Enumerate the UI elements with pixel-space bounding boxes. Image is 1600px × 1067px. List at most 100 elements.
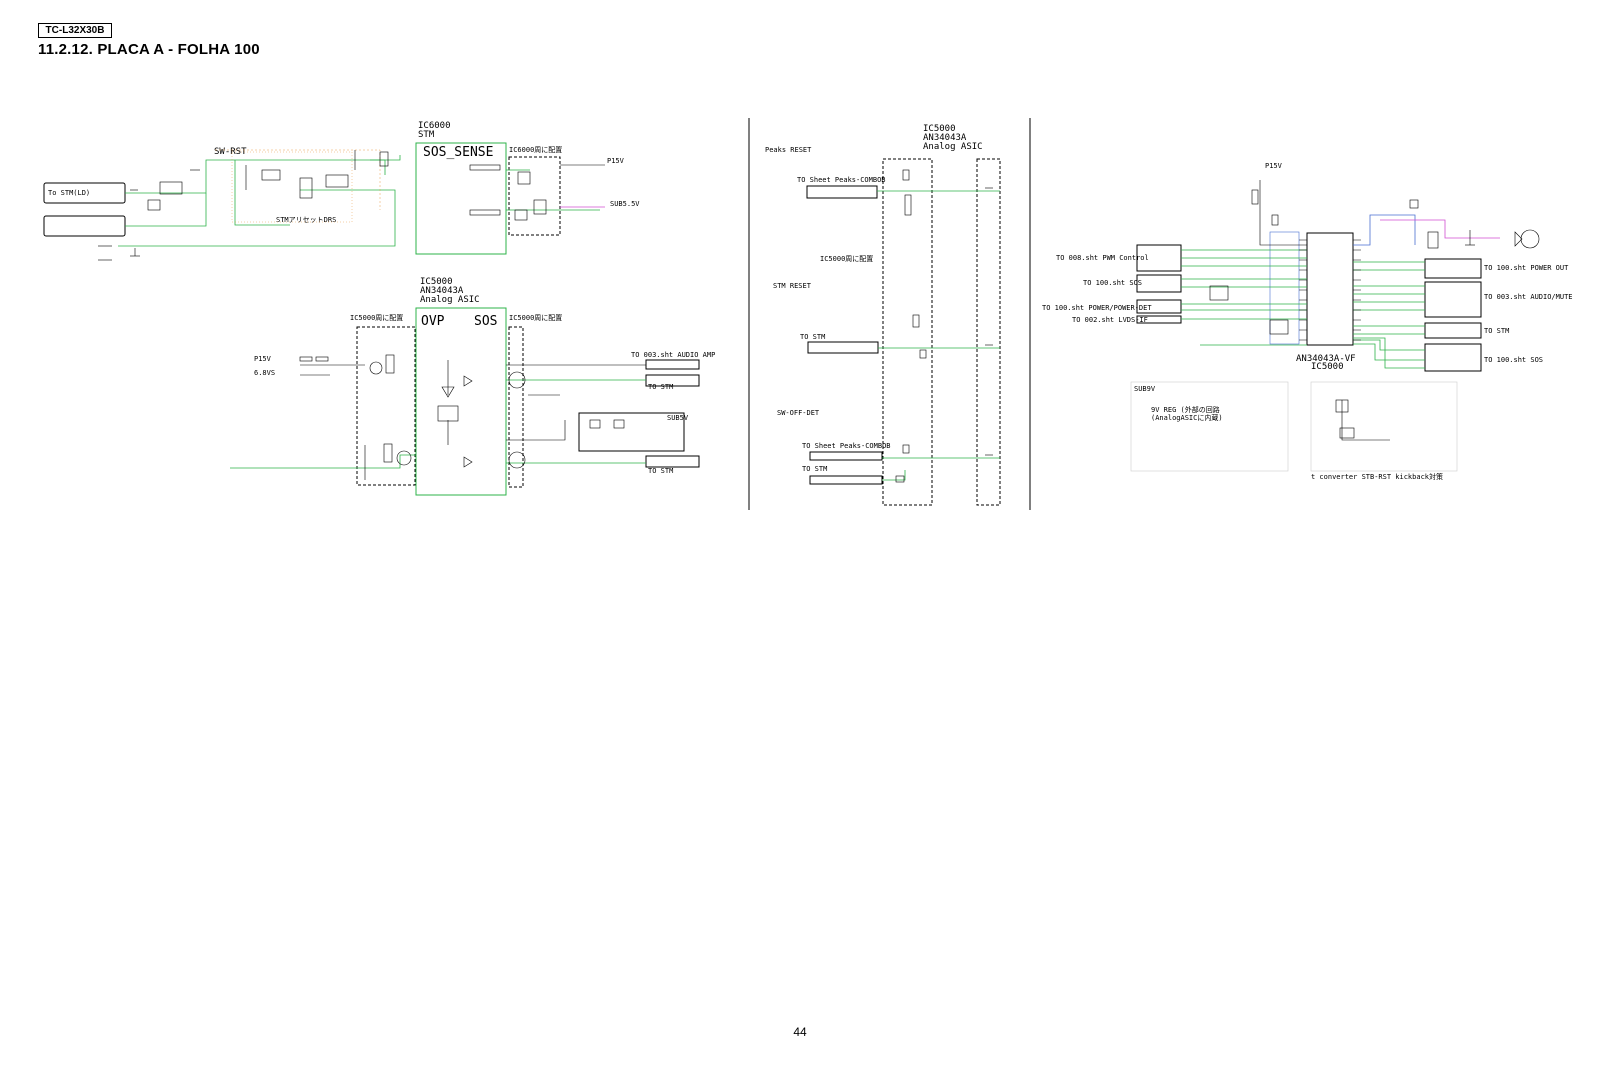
to-peaks-2-label: TO Sheet Peaks-COMBOB (802, 442, 891, 450)
p15v-label: P15V (607, 157, 625, 165)
sos-wire-3 (234, 160, 290, 226)
asic-ic-body (1306, 232, 1354, 346)
asic-ref-label: IC5000 (1311, 362, 1344, 372)
reg-note-2-label: (AnalogASICに内蔵) (1151, 413, 1223, 422)
ic5000-name-label: Analog ASIC (420, 295, 480, 305)
ic5000-ref-label: IC5000 (420, 277, 453, 287)
sos-wire-4 (118, 189, 396, 247)
ic5000-left-placement-box (356, 326, 416, 486)
reset-ic-name-label: Analog ASIC (923, 142, 983, 152)
ovp-wire-5 (300, 364, 365, 376)
sos-components (98, 150, 547, 261)
sw-off-det-label: SW-OFF-DET (777, 409, 820, 417)
reset-ic-ref-label: IC5000 (923, 124, 956, 134)
lvds-connector (1136, 315, 1182, 324)
reset-wire-4 (882, 470, 906, 481)
ic6000-ref-label: IC6000 (418, 121, 451, 131)
stm-out-connector (1424, 322, 1482, 339)
to-stm-2-label: TO STM (648, 467, 673, 475)
to-peaks-1-label: TO Sheet Peaks-COMBOB (797, 176, 886, 184)
placement-note-2: IC5000周に配置 (350, 314, 403, 322)
reset-placement-note: IC5000周に配置 (820, 255, 873, 263)
asic-pins (1299, 239, 1361, 341)
sub9v-label: SUB9V (1134, 385, 1156, 393)
audio-mute-connector (1424, 281, 1482, 318)
stm-reset-connector-1 (807, 341, 879, 354)
stm-reset-label: STM RESET (773, 282, 812, 290)
ic6000-name-label: STM (418, 130, 435, 140)
sub5v-label: SUB5.5V (610, 200, 640, 208)
sos-out-connector (1424, 343, 1482, 372)
asic-left-bank (1269, 231, 1300, 345)
asic-components (1209, 189, 1540, 439)
audio-amp-connector (645, 359, 700, 370)
reset-ic-left-box (882, 158, 933, 506)
stm-reset-note: STMアリセットDRS (276, 216, 336, 224)
to-audio-amp-label: TO 003.sht AUDIO AMP (631, 351, 715, 359)
panel-ovp-sos: IC5000 AN34043A Analog ASIC IC5000周に配置 I… (230, 277, 715, 496)
sos-component-area (231, 151, 353, 223)
ic5000-part-label: AN34043A (420, 286, 464, 296)
power-connector (1136, 299, 1182, 314)
asic-part-label: AN34043A-VF (1296, 354, 1356, 364)
to-stm-1-label: TO STM (648, 383, 673, 391)
to-power-out-label: TO 100.sht POWER OUT (1484, 264, 1569, 272)
to-lvds-label: TO 002.sht LVDS-IF (1072, 316, 1148, 324)
to-stm-ld-label: To STM(LD) (48, 189, 90, 197)
stm-connector-2 (645, 455, 700, 468)
p15v-2-label: P15V (254, 355, 272, 363)
sos-connector (1136, 274, 1182, 293)
sos-wire-2 (125, 193, 207, 227)
peaks-connector-1 (806, 185, 878, 199)
ovp-sos-block (415, 307, 507, 496)
sos-sense-label: SOS_SENSE (423, 145, 493, 160)
panel-asic: P15V TO 008.sht PWM Control TO 100.sht S… (1042, 162, 1573, 481)
panel-sos-sense: IC6000 STM SOS_SENSE IC6000周に配置 P15V SUB… (43, 121, 640, 261)
to-sos-label: TO 100.sht SOS (1083, 279, 1142, 287)
reg-note-label: 9V REG (外部の回路 (1151, 405, 1220, 414)
ic6000-placement-box (508, 156, 561, 236)
ovp-wire-1 (230, 454, 416, 469)
peaks-reset-label: Peaks RESET (765, 146, 812, 154)
power-out-connector (1424, 258, 1482, 279)
panel-reset: IC5000 AN34043A Analog ASIC Peaks RESET … (765, 124, 1001, 506)
to-pwm-label: TO 008.sht PWM Control (1056, 254, 1149, 262)
reset-ic-right-box (976, 158, 1001, 506)
asic-p15v-label: P15V (1265, 162, 1283, 170)
to-sos-out-label: TO 100.sht SOS (1484, 356, 1543, 364)
ovp-wire-4 (447, 360, 566, 445)
ovp-wire-2 (506, 379, 646, 464)
stm-reset-connector-2 (809, 475, 883, 485)
stm-connector-1 (645, 374, 700, 387)
placement-note-3: IC5000周に配置 (509, 314, 562, 322)
sub5v-2-label: SUB5V (667, 414, 689, 422)
sub9v-region (1130, 381, 1289, 472)
model-label: TC-L32X30B (38, 23, 112, 38)
converter-note-label: t converter STB-RST kickback対策 (1311, 472, 1443, 481)
ic5000-right-placement-box (508, 326, 524, 488)
sos-wire-1 (125, 155, 401, 194)
converter-region (1310, 381, 1458, 472)
asic-wiring (1181, 180, 1500, 441)
sos-wire-9 (215, 149, 381, 210)
sos-wire-6 (506, 169, 600, 211)
to-asic-stm-label: TO STM (1484, 327, 1509, 335)
peaks-connector-2 (809, 451, 883, 461)
to-stm-reset-2-label: TO STM (802, 465, 827, 473)
sw-rst-label: SW-RST (214, 147, 247, 157)
to-audio-mute-label: TO 003.sht AUDIO/MUTE (1484, 293, 1573, 301)
reset-ic-part-label: AN34043A (923, 133, 967, 143)
to-power-label: TO 100.sht POWER/POWER-DET (1042, 304, 1152, 312)
sos-wire-5 (370, 159, 386, 175)
reset-components (895, 169, 993, 483)
ovp-label: OVP (421, 314, 445, 329)
page-number: 44 (793, 1025, 807, 1039)
placement-note-1: IC6000周に配置 (509, 146, 562, 154)
sub5v-sub-box (578, 412, 685, 452)
sos-label: SOS (474, 314, 497, 329)
ovp-components (299, 354, 625, 480)
stm-sos-sense-block (415, 142, 507, 255)
to-stm-reset-1-label: TO STM (800, 333, 825, 341)
left-connector-box (43, 215, 126, 237)
